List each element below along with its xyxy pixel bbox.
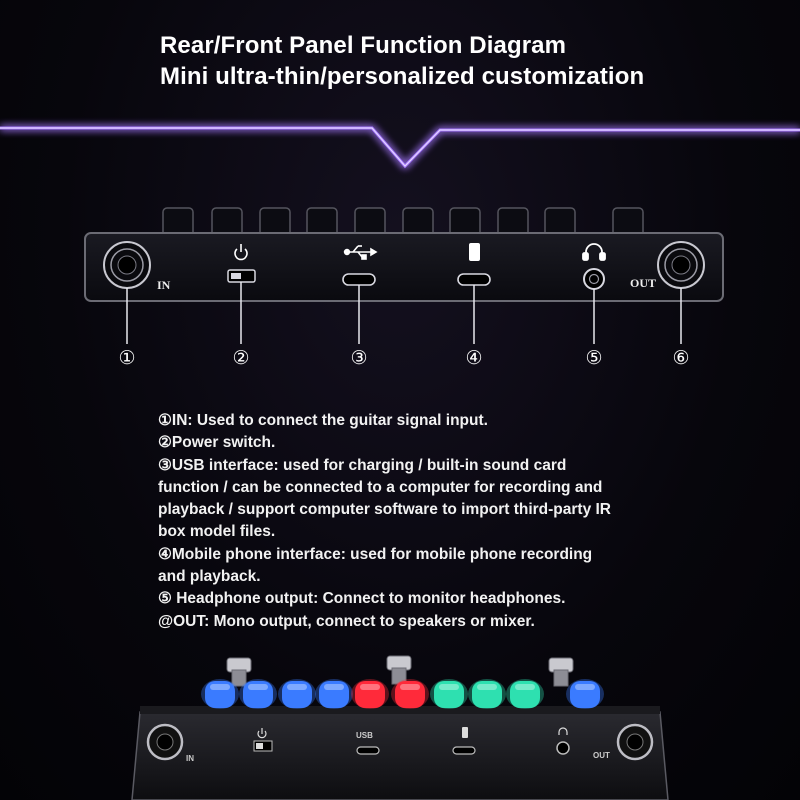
desc-line: function / can be connected to a compute…	[158, 478, 603, 496]
callout-2: ②	[232, 347, 250, 369]
colored-knobs	[201, 679, 604, 709]
headphone-jack-graphic	[583, 268, 605, 290]
knob-highlight	[400, 684, 420, 690]
knob-highlight	[360, 684, 380, 690]
title-line-1: Rear/Front Panel Function Diagram	[160, 32, 567, 59]
callout-6: ⑥	[672, 347, 690, 369]
phone-icon	[469, 243, 480, 261]
desc-line: ③USB interface: used for charging / buil…	[158, 456, 567, 474]
knob	[282, 681, 312, 708]
callout-5: ⑤	[585, 347, 603, 369]
knob	[570, 681, 600, 708]
photo-usb-label: USB	[356, 731, 373, 740]
callout-3: ③	[350, 347, 368, 369]
page-title: Rear/Front Panel Function Diagram Mini u…	[160, 30, 644, 92]
knob	[510, 681, 540, 708]
leader-lines	[126, 282, 682, 344]
knob	[205, 681, 235, 708]
usb-port-graphic	[342, 273, 376, 286]
in-label: IN	[157, 278, 171, 292]
knob-highlight	[210, 684, 230, 690]
knob	[243, 681, 273, 708]
footswitches	[226, 655, 574, 687]
desc-line: ②Power switch.	[158, 434, 276, 452]
out-label: OUT	[630, 276, 657, 290]
headphone-icon	[582, 243, 606, 261]
knob	[472, 681, 502, 708]
in-jack-graphic	[103, 241, 151, 289]
knob-highlight	[324, 684, 344, 690]
knob	[395, 681, 425, 708]
out-jack-graphic	[657, 241, 705, 289]
callout-1: ①	[118, 347, 136, 369]
rear-knobs	[162, 207, 644, 239]
rear-panel	[84, 232, 724, 302]
desc-line: playback / support computer software to …	[158, 501, 611, 519]
desc-line: ⑤ Headphone output: Connect to monitor h…	[158, 590, 566, 608]
desc-line: ①IN: Used to connect the guitar signal i…	[158, 412, 488, 429]
knob	[319, 681, 349, 708]
desc-line: box model files.	[158, 523, 276, 541]
knob-highlight	[287, 684, 307, 690]
usb-icon	[343, 245, 378, 260]
desc-line: @OUT: Mono output, connect to speakers o…	[158, 612, 535, 630]
knob-highlight	[248, 684, 268, 690]
desc-line: ④Mobile phone interface: used for mobile…	[158, 545, 593, 563]
phone-port-graphic	[457, 273, 491, 286]
photo-out-label: OUT	[593, 751, 610, 760]
power-icon	[234, 244, 248, 261]
knob	[434, 681, 464, 708]
photo-in-label: IN	[186, 754, 194, 763]
function-description: ①IN: Used to connect the guitar signal i…	[158, 410, 678, 633]
desc-line: and playback.	[158, 568, 261, 586]
knob	[355, 681, 385, 708]
product-photo	[131, 655, 669, 800]
knob-highlight	[477, 684, 497, 690]
power-switch-graphic	[227, 269, 256, 283]
callout-4: ④	[465, 347, 483, 369]
title-line-2: Mini ultra-thin/personalized customizati…	[160, 63, 645, 90]
knob-highlight	[439, 684, 459, 690]
knob-highlight	[515, 684, 535, 690]
knob-highlight	[575, 684, 595, 690]
